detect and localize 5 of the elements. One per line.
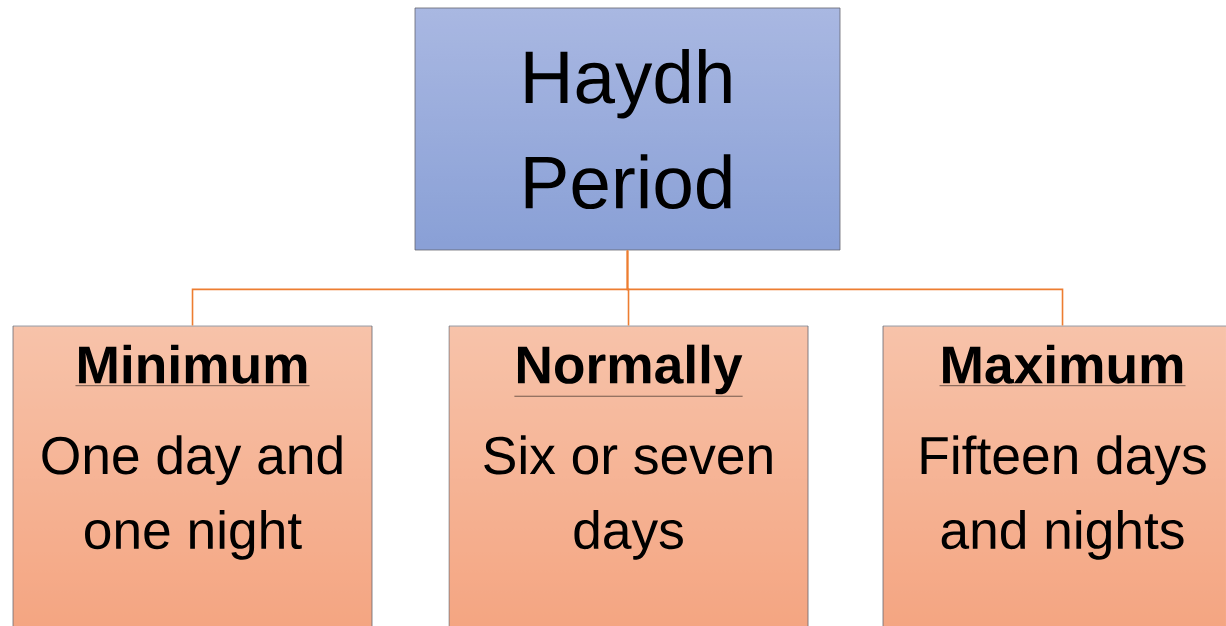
category-box: Minimum One day and one night xyxy=(12,325,373,626)
connector-line xyxy=(626,249,1064,327)
category-box: Maximum Fifteen days and nights xyxy=(882,325,1226,626)
category-box: Normally Six or seven days xyxy=(448,325,809,626)
title-box: Haydh Period xyxy=(414,7,841,251)
